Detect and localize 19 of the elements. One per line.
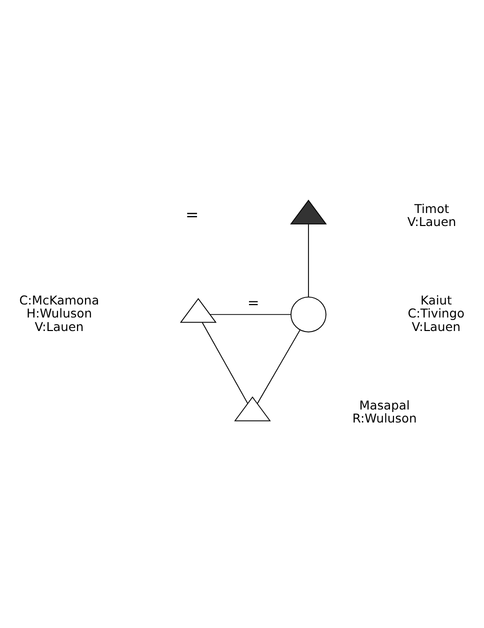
label: = (186, 204, 199, 224)
node-circle (290, 296, 326, 332)
connector (256, 329, 300, 404)
edge-label: = (248, 294, 260, 311)
node-label: V:Lauen (412, 319, 461, 334)
node-label: Masapal (359, 398, 410, 412)
node-label: R:Wuluson (352, 411, 417, 426)
connector (202, 322, 248, 404)
node-label: V:Lauen (407, 214, 456, 228)
node-label: C:McKamona (19, 293, 100, 308)
node-label: Kaiut (420, 293, 452, 308)
node-triangle (290, 199, 327, 224)
node-label: C:Tivingo (408, 306, 465, 320)
node-triangle (234, 396, 271, 421)
node-triangle (180, 298, 217, 322)
node-label: V:Lauen (34, 319, 84, 334)
node-label: Timot (414, 201, 450, 216)
node-label: H:Wuluson (26, 306, 92, 320)
connector (308, 223, 309, 297)
